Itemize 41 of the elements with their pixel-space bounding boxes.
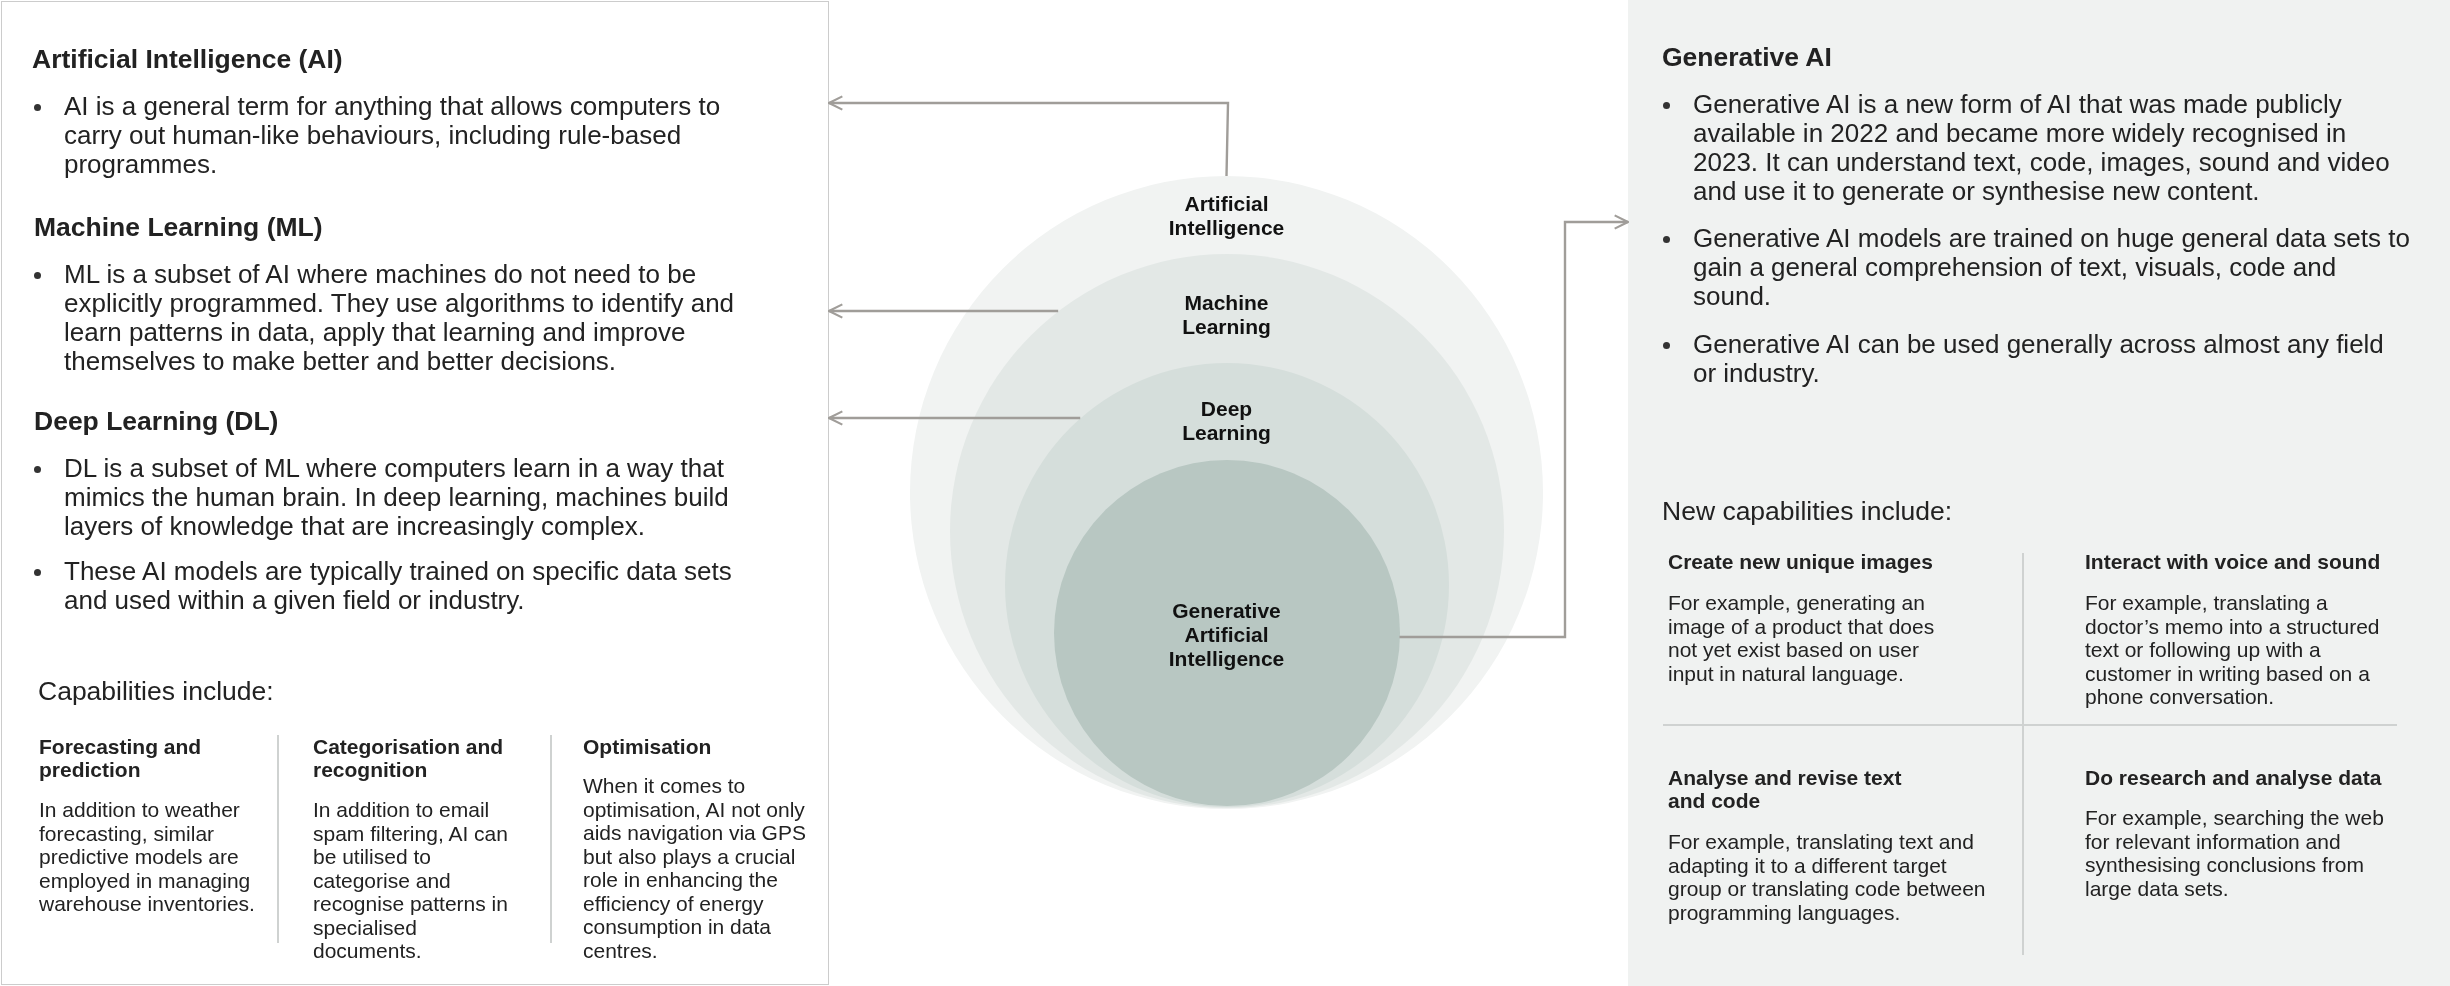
bullet-text: Generative AI is a new form of AI that was made publicly available in 2022 and became more widely recognised in 2023. It can understand text, code, images, sound and video and use it to generate or synthesise new content. — [1693, 90, 2391, 206]
capability-title: Do research and analyse data — [2085, 766, 2383, 789]
text-panel — [1628, 0, 2450, 986]
nested-circle — [1004, 363, 1449, 807]
capability-description: For example, searching the web for relevant information and synthesising conclusions from large data sets. — [2085, 806, 2385, 900]
capability-title: Create new unique images — [1668, 550, 1934, 573]
capability-description: For example, translating a doctor’s memo into a structured text or following up with a customer in writing based on a phone conversation. — [2085, 591, 2381, 709]
arrow — [827, 95, 1230, 177]
bullet-text: ML is a subset of AI where machines do not need to be explicitly programmed. They use algorithms to identify and learn patterns in data, apply that learning and improve themselves to make better and better decisions. — [64, 260, 736, 376]
capability-title: Forecasting and prediction — [39, 735, 203, 781]
section-heading: Artificial Intelligence (AI) — [32, 44, 343, 74]
section-heading: Deep Learning (DL) — [34, 406, 279, 436]
bullet-text: AI is a general term for anything that allows computers to carry out human-like behaviours, including rule-based programmes. — [64, 92, 722, 179]
arrow — [827, 303, 1059, 319]
circle-label: Machine Learning — [1181, 291, 1272, 339]
capability-description: In addition to email spam filtering, AI can be utilised to categorise and recognise patterns in specialised documents. — [313, 798, 509, 963]
capability-title: Categorisation and recognition — [313, 735, 505, 781]
subheading: New capabilities include: — [1662, 496, 1953, 526]
capability-title: Analyse and revise text and code — [1668, 766, 1903, 812]
capability-description: In addition to weather forecasting, similar predictive models are employed in managing warehouse inventories. — [39, 798, 256, 916]
circle-label: Artificial Intelligence — [1167, 192, 1286, 240]
circle-label: Deep Learning — [1181, 397, 1272, 445]
capability-description: For example, generating an image of a product that does not yet exist based on user input in natural language. — [1668, 591, 1936, 685]
nested-circle — [1053, 460, 1400, 806]
bullet-text: DL is a subset of ML where computers learn in a way that mimics the human brain. In deep learning, machines build layers of knowledge that are increasingly complex. — [64, 454, 730, 541]
text-panel — [1, 1, 829, 985]
nested-circle — [910, 176, 1543, 809]
nested-circle — [949, 254, 1504, 808]
bullet-text: Generative AI can be used generally across almost any field or industry. — [1693, 330, 2385, 388]
capability-description: When it comes to optimisation, AI not only aids navigation via GPS but also plays a crucial role in enhancing the efficiency of energy consumption in data centres. — [583, 774, 807, 962]
section-heading: Machine Learning (ML) — [34, 212, 323, 242]
bullet-text: These AI models are typically trained on specific data sets and used within a given field or industry. — [64, 557, 733, 615]
capability-title: Interact with voice and sound — [2085, 550, 2382, 573]
arrow — [827, 410, 1081, 426]
capability-description: For example, translating text and adapting it to a different target group or translating code between programming languages. — [1668, 830, 1987, 924]
bullet-text: Generative AI models are trained on huge general data sets to gain a general comprehension of text, visuals, code and sound. — [1693, 224, 2411, 311]
subheading: Capabilities include: — [38, 676, 274, 706]
section-heading: Generative AI — [1662, 42, 1832, 72]
capability-title: Optimisation — [583, 735, 713, 758]
circle-label: Generative Artificial Intelligence — [1167, 599, 1286, 671]
arrow — [1399, 214, 1630, 639]
